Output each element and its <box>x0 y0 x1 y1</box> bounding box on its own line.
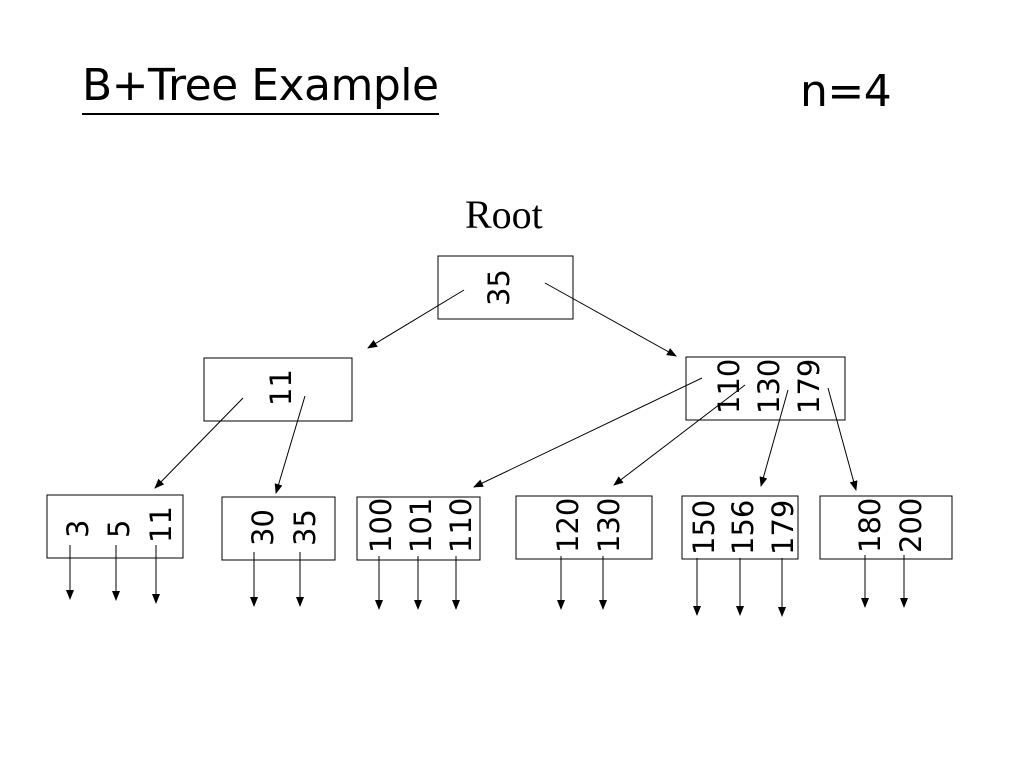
root-node <box>437 255 574 320</box>
leaf-node-3 <box>356 496 481 561</box>
key-leaf-4-1: 120 <box>551 498 585 553</box>
key-leaf-6-2: 200 <box>894 498 928 553</box>
key-leaf-3-1: 100 <box>364 498 398 553</box>
edge-inner-right-to-leaf-3 <box>473 377 703 488</box>
leaf-node-5 <box>681 495 799 560</box>
key-leaf-6-1: 180 <box>853 498 887 553</box>
leaf-node-2 <box>221 496 336 561</box>
key-leaf-1-2: 5 <box>102 520 136 538</box>
key-leaf-5-3: 179 <box>766 500 800 555</box>
edge-inner-right-to-leaf-6 <box>827 387 858 491</box>
edge-root-to-inner-left <box>367 289 465 349</box>
key-inner-left-1: 11 <box>264 369 298 406</box>
key-leaf-4-2: 130 <box>592 498 626 553</box>
key-leaf-5-2: 156 <box>726 500 760 555</box>
key-leaf-2-1: 30 <box>246 509 280 546</box>
slide-title: B+Tree Example <box>82 64 439 115</box>
edge-inner-right-to-leaf-4 <box>613 384 746 486</box>
inner-node-left <box>203 357 353 422</box>
edge-inner-right-to-leaf-5 <box>759 389 789 487</box>
key-leaf-1-1: 3 <box>61 520 95 538</box>
edge-root-to-inner-right <box>544 282 677 357</box>
leaf-node-4 <box>515 495 653 560</box>
key-inner-right-2: 130 <box>752 359 786 414</box>
root-label: Root <box>465 192 543 237</box>
leaf-node-6 <box>819 495 953 560</box>
key-inner-right-3: 179 <box>792 359 826 414</box>
key-leaf-1-3: 11 <box>144 506 178 543</box>
key-leaf-3-3: 110 <box>444 498 478 553</box>
key-leaf-5-1: 150 <box>687 500 721 555</box>
edge-inner-left-to-leaf-2 <box>274 395 306 494</box>
key-root-1: 35 <box>482 269 516 306</box>
key-leaf-3-2: 101 <box>404 498 438 553</box>
edge-inner-left-to-leaf-1 <box>154 397 244 489</box>
key-inner-right-1: 110 <box>712 359 746 414</box>
tree-order-label: n=4 <box>800 66 892 117</box>
key-leaf-2-2: 35 <box>288 509 322 546</box>
